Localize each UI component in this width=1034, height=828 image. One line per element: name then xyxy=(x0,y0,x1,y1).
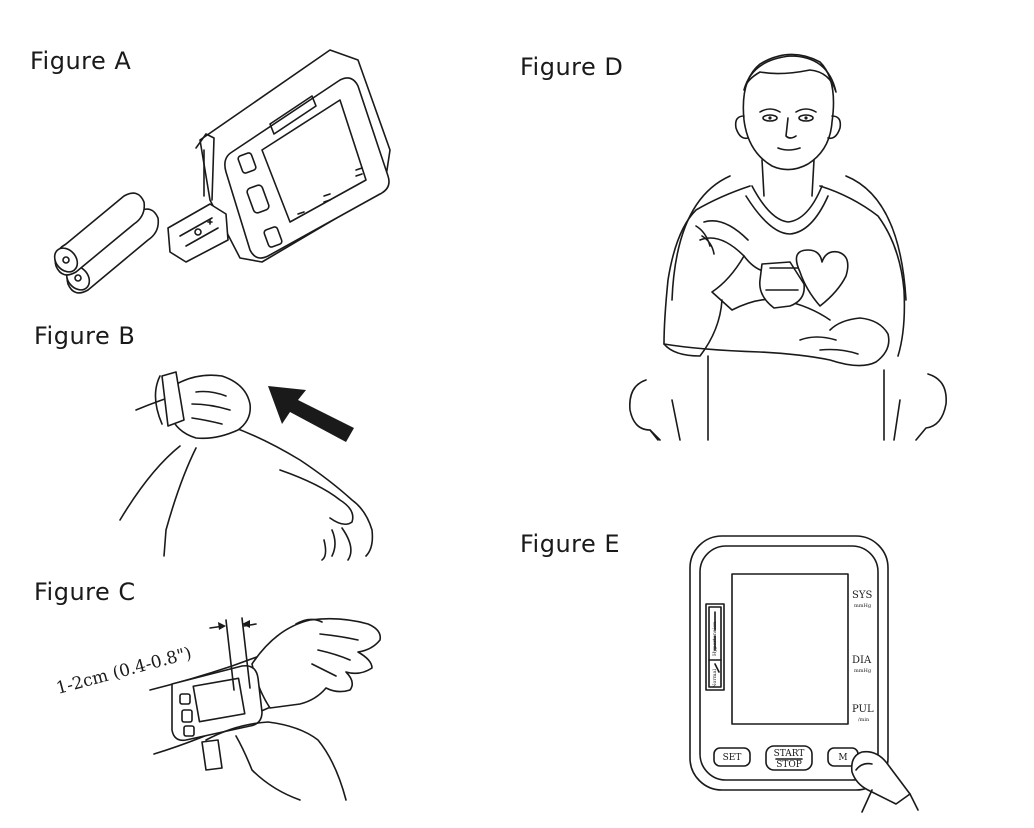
scale-normal-label: Normal xyxy=(712,669,718,688)
start-stop-button[interactable]: START STOP xyxy=(765,745,813,771)
figure-b-label: Figure B xyxy=(34,322,136,350)
set-button[interactable]: SET xyxy=(713,747,751,767)
start-label: START xyxy=(774,749,805,759)
figure-b-arm xyxy=(119,371,374,561)
battery-icon xyxy=(53,192,160,294)
figure-c-wrist xyxy=(149,617,382,801)
pressing-finger xyxy=(850,750,919,813)
figure-a-device xyxy=(167,49,391,263)
figure-e-device xyxy=(689,535,889,791)
figure-a-label: Figure A xyxy=(30,47,132,75)
dia-label: DIA xyxy=(852,655,872,666)
direction-arrow-icon xyxy=(268,386,354,442)
stop-label: STOP xyxy=(776,760,802,770)
figure-c-label: Figure C xyxy=(34,578,136,606)
figure-e-label: Figure E xyxy=(520,530,621,558)
sys-label: SYS xyxy=(852,590,872,601)
dia-unit: mmHg xyxy=(854,668,872,674)
pul-label: PUL xyxy=(852,704,874,715)
memory-button-label: M xyxy=(838,753,847,763)
scale-hypertension-label: Hypertension xyxy=(712,621,718,656)
pul-unit: /min xyxy=(858,717,870,723)
sys-unit: mmHg xyxy=(854,603,872,609)
figure-d-label: Figure D xyxy=(520,53,624,81)
figure-d-person xyxy=(629,53,947,441)
set-button-label: SET xyxy=(723,753,742,763)
